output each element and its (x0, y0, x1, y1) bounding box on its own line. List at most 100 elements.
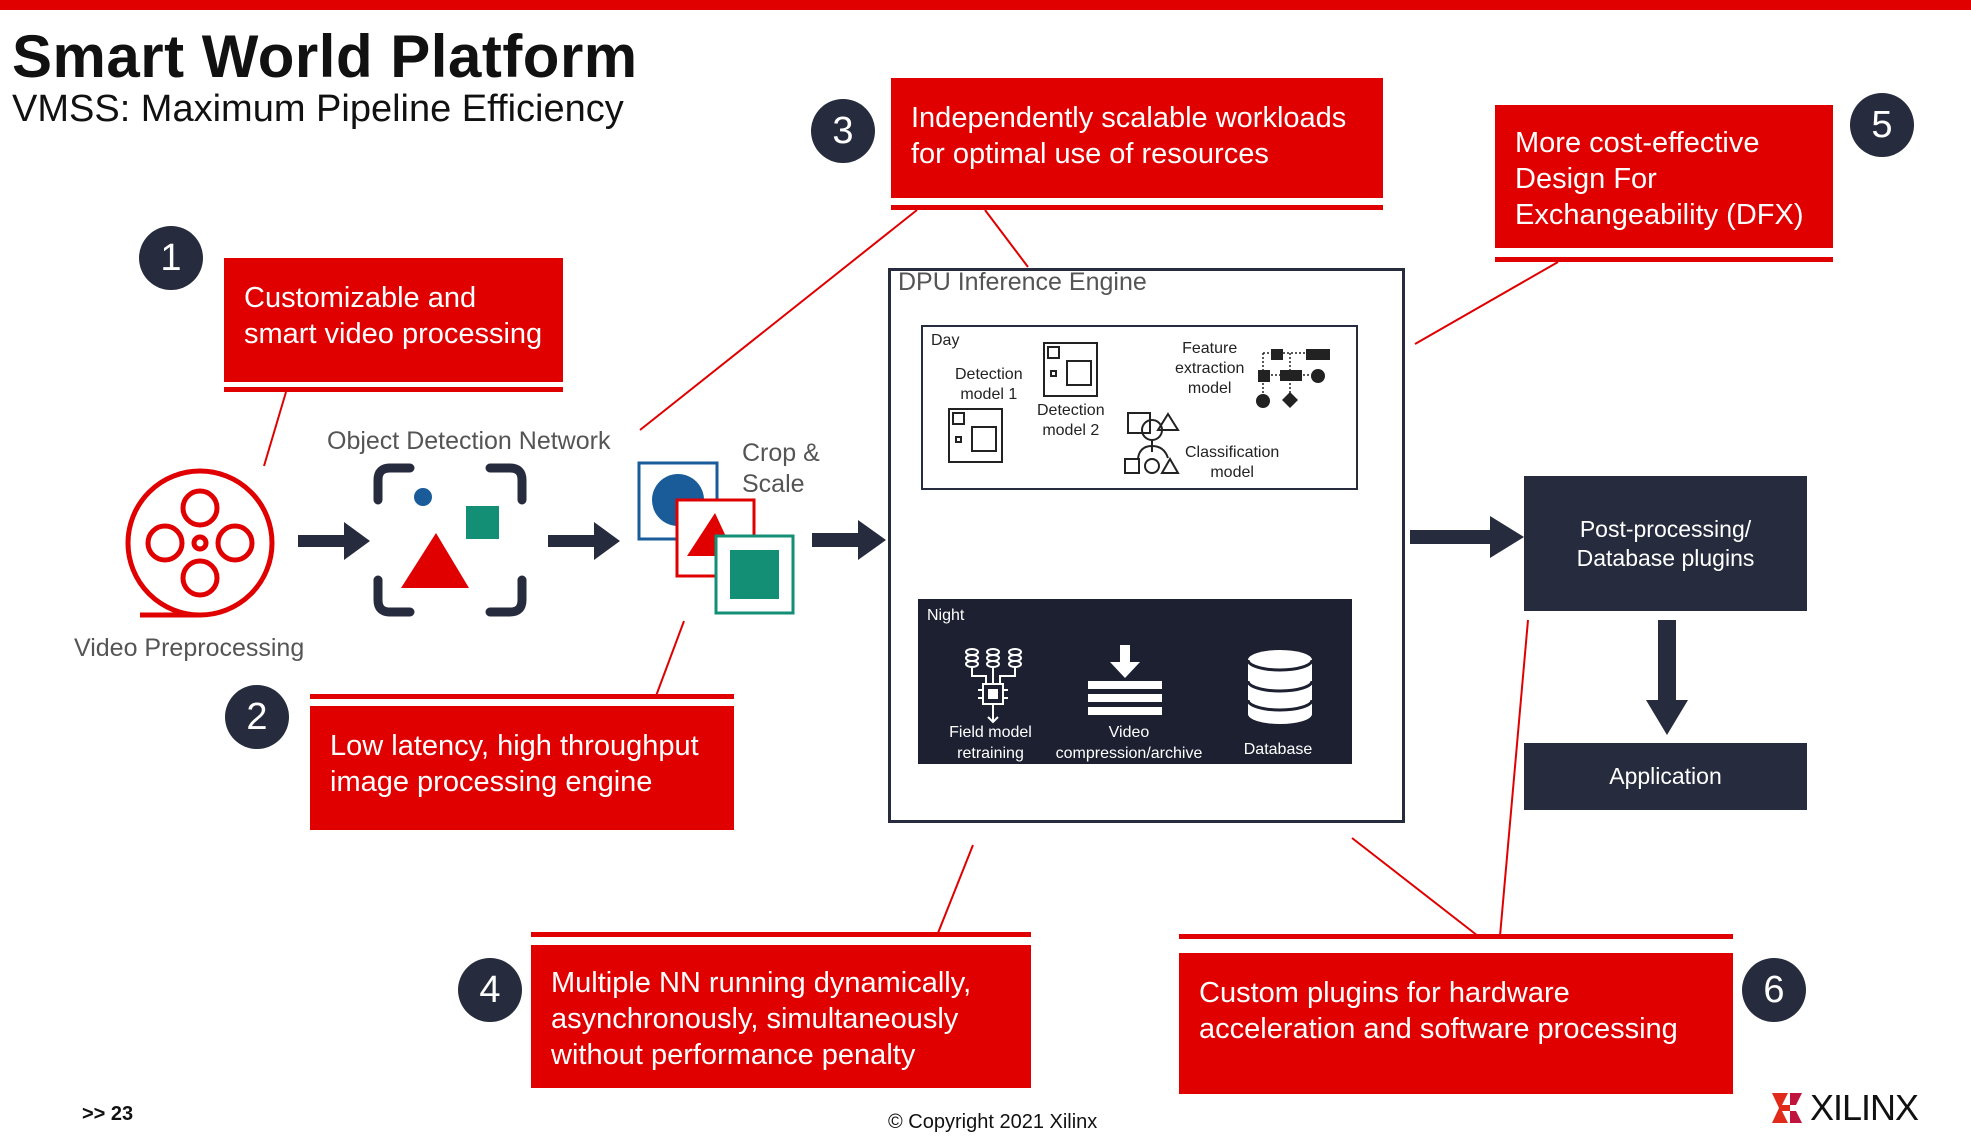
stack-icon (986, 648, 1000, 668)
crop-scale-line2: Scale (742, 470, 805, 498)
field-line2: retraining (957, 745, 1024, 762)
leader-line-4 (937, 844, 974, 934)
dpu-title: DPU Inference Engine (898, 268, 1147, 296)
feature-line1: Feature (1182, 340, 1238, 357)
arrow-down-icon (1646, 620, 1688, 735)
detection1-line2: model 1 (960, 386, 1018, 403)
callout-1-line1: Customizable and (244, 282, 477, 314)
callout-3: Independently scalable workloads for opt… (891, 78, 1383, 198)
xilinx-mark-icon (1772, 1093, 1802, 1123)
detection2-line1: Detection (1037, 402, 1105, 419)
object-detection-icon (373, 463, 527, 617)
callout-number-5: 5 (1850, 93, 1914, 157)
arrow-right-icon (298, 522, 370, 560)
callout-number-4: 4 (458, 958, 522, 1022)
xilinx-logo: XILINX (1770, 1087, 1919, 1129)
feature-extraction-label: Feature extraction model (1175, 339, 1244, 399)
post-processing-box: Post-processing/ Database plugins (1524, 476, 1807, 611)
video-compression-icon (1088, 645, 1162, 715)
object-detection-label: Object Detection Network (327, 427, 611, 455)
field-line1: Field model (949, 724, 1032, 741)
leader-line-6a (1351, 837, 1479, 937)
classification-line2: model (1210, 464, 1254, 481)
callout-1: Customizable and smart video processing (224, 258, 563, 382)
classification-line1: Classification (1185, 444, 1280, 461)
night-label: Night (927, 607, 965, 624)
copyright: © Copyright 2021 Xilinx (888, 1111, 1098, 1133)
callout-number-2: 2 (225, 685, 289, 749)
callout-3-underline (891, 205, 1383, 210)
post-processing-line2: Database plugins (1576, 544, 1755, 571)
callout-2-underline (310, 694, 734, 699)
arrow-right-icon (1410, 516, 1524, 558)
arrow-right-icon (548, 522, 620, 560)
day-label: Day (931, 332, 960, 349)
field-model-label: Field model retraining (938, 722, 1043, 764)
crop-scale-icon (637, 461, 795, 615)
detection-model-1-label: Detection model 1 (955, 365, 1023, 405)
callout-2: Low latency, high throughput image proce… (310, 706, 734, 830)
database-label: Database (1243, 741, 1313, 758)
callout-5-line3: Exchangeability (DFX) (1515, 199, 1804, 231)
video-line1: Video (1108, 724, 1150, 741)
detection-model-2-icon (1043, 342, 1098, 397)
page-number: >> 23 (82, 1103, 134, 1125)
feature-extraction-shapes (1256, 349, 1330, 408)
classification-label: Classification model (1185, 443, 1279, 483)
post-processing-line1: Post-processing/ (1579, 515, 1752, 542)
callout-4-line2: asynchronously, simultaneously (551, 1003, 959, 1035)
leader-line-5 (1414, 261, 1559, 345)
film-reel-icon (125, 468, 275, 618)
callout-6-line1: Custom plugins for hardware (1199, 977, 1570, 1009)
callout-5-line1: More cost-effective (1515, 127, 1760, 159)
leader-line-2 (655, 620, 685, 697)
leader-line-3a (639, 209, 918, 431)
detection2-line2: model 2 (1042, 422, 1100, 439)
slide-subtitle: VMSS: Maximum Pipeline Efficiency (12, 88, 624, 130)
callout-6: Custom plugins for hardware acceleration… (1179, 953, 1733, 1094)
callout-1-underline (224, 387, 563, 392)
stack-icon (1008, 648, 1022, 668)
detection1-line1: Detection (955, 366, 1023, 383)
stack-icon (965, 648, 979, 668)
callout-5: More cost-effective Design For Exchangea… (1495, 105, 1833, 248)
callout-6-line2: acceleration and software processing (1199, 1013, 1678, 1045)
pipeline-arrows (298, 516, 1688, 735)
classification-icon (1124, 412, 1180, 474)
callout-2-line1: Low latency, high throughput (330, 730, 699, 762)
field-model-retraining-icon (965, 648, 1022, 724)
callout-3-line2: for optimal use of resources (911, 138, 1269, 170)
day-panel (921, 325, 1358, 490)
leader-line-1 (263, 391, 287, 467)
callout-5-line2: Design For (1515, 163, 1657, 195)
callout-2-line2: image processing engine (330, 766, 653, 798)
callout-number-3: 3 (811, 99, 875, 163)
callout-4-underline (531, 932, 1031, 937)
callout-5-underline (1495, 257, 1833, 262)
callout-1-line2: smart video processing (244, 318, 543, 350)
detection-model-2-label: Detection model 2 (1037, 401, 1105, 441)
callout-4-line1: Multiple NN running dynamically, (551, 967, 972, 999)
arrow-right-icon (812, 520, 886, 560)
crop-scale-label: Crop & Scale (742, 438, 820, 500)
callout-number-6: 6 (1742, 958, 1806, 1022)
crop-scale-line1: Crop & (742, 439, 820, 467)
video-line2: compression/archive (1055, 745, 1203, 762)
video-compression-label: Video compression/archive (1048, 722, 1210, 764)
callout-3-line1: Independently scalable workloads (911, 102, 1347, 134)
detection-model-1-icon (948, 408, 1003, 463)
callout-4-line3: without performance penalty (551, 1039, 916, 1071)
feature-line3: model (1187, 380, 1232, 397)
video-preprocessing-label: Video Preprocessing (74, 634, 305, 662)
feature-line2: extraction (1175, 360, 1245, 377)
top-accent-bar (0, 0, 1971, 10)
application-box: Application (1524, 743, 1807, 810)
callout-6-underline (1179, 934, 1733, 939)
database-icon (1246, 650, 1314, 724)
callout-number-1: 1 (139, 226, 203, 290)
dpu-inference-engine (888, 268, 1405, 823)
xilinx-wordmark: XILINX (1810, 1087, 1919, 1128)
